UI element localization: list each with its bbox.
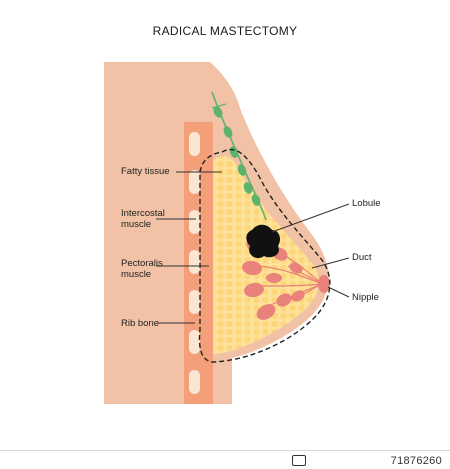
label-pectoralis-line1: Pectoralis bbox=[121, 258, 163, 269]
tumor bbox=[246, 224, 280, 259]
label-pectoralis-line2: muscle bbox=[121, 269, 152, 280]
label-pectoralis-muscle: Pectoralis muscle bbox=[121, 258, 163, 280]
label-duct: Duct bbox=[352, 252, 372, 263]
label-intercostal-line2: muscle bbox=[121, 219, 152, 230]
label-fatty-tissue: Fatty tissue bbox=[121, 166, 170, 177]
label-intercostal-line1: Intercostal bbox=[121, 208, 165, 219]
label-rib-bone: Rib bone bbox=[121, 318, 160, 329]
pectoralis-muscle bbox=[205, 122, 213, 404]
stock-id: 71876260 bbox=[390, 455, 442, 467]
stock-logo-icon bbox=[292, 455, 306, 466]
rib-bones bbox=[189, 132, 200, 394]
diagram-title: RADICAL MASTECTOMY bbox=[152, 24, 298, 38]
stock-footer: 71876260 bbox=[0, 450, 450, 469]
leader-lines bbox=[156, 171, 350, 324]
nipple bbox=[318, 275, 330, 293]
label-lobule: Lobule bbox=[352, 198, 381, 209]
lymph-chain bbox=[211, 91, 267, 221]
label-nipple: Nipple bbox=[352, 292, 379, 303]
excision-outline bbox=[198, 148, 331, 363]
label-intercostal-muscle: Intercostal muscle bbox=[121, 208, 165, 230]
